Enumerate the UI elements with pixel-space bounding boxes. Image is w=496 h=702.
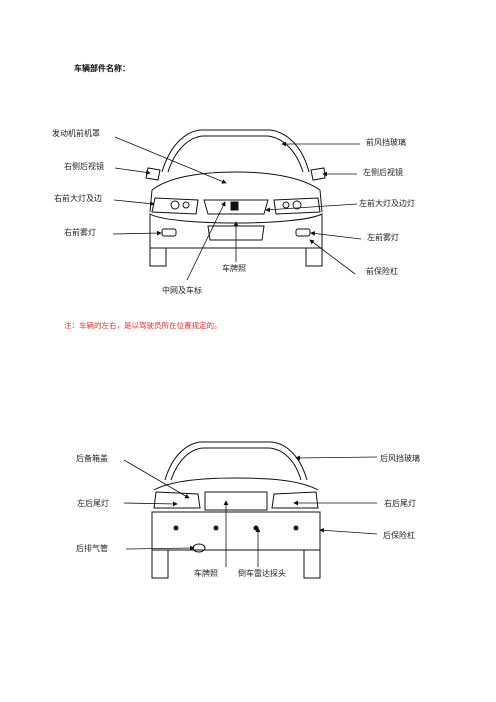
label-right-fog: 右前雾灯 — [64, 228, 96, 237]
label-left-headlight: 左前大灯及边灯 — [359, 199, 415, 208]
label-right-tail: 右后尾灯 — [384, 499, 416, 508]
label-rear-bumper: 后保险杠 — [383, 531, 415, 540]
label-hood: 发动机前机罩 — [52, 129, 100, 138]
label-exhaust: 后排气管 — [76, 544, 108, 553]
side-note: 注：车辆的左右，是以驾驶员所在位置规定的。 — [64, 321, 222, 330]
label-front-plate: 车牌照 — [222, 264, 246, 273]
label-radar: 倒车雷达探头 — [238, 569, 286, 578]
label-windshield: 前风挡玻璃 — [366, 138, 406, 147]
label-grille: 中网及车标 — [162, 286, 202, 295]
label-left-mirror: 左侧后视镜 — [363, 168, 403, 177]
label-rear-plate: 车牌照 — [194, 569, 218, 578]
label-left-fog: 左前雾灯 — [367, 233, 399, 242]
label-trunk: 后备箱盖 — [76, 454, 108, 463]
label-rear-windshield: 后风挡玻璃 — [380, 454, 420, 463]
front-car-drawing — [145, 129, 326, 267]
rear-car-drawing — [151, 441, 321, 579]
label-left-tail: 左后尾灯 — [77, 499, 109, 508]
label-right-headlight: 右前大灯及边 — [54, 194, 102, 203]
label-right-mirror: 右侧后视镜 — [64, 162, 104, 171]
page-title: 车辆部件名称： — [74, 63, 130, 73]
label-front-bumper: 前保险杠 — [366, 267, 398, 276]
